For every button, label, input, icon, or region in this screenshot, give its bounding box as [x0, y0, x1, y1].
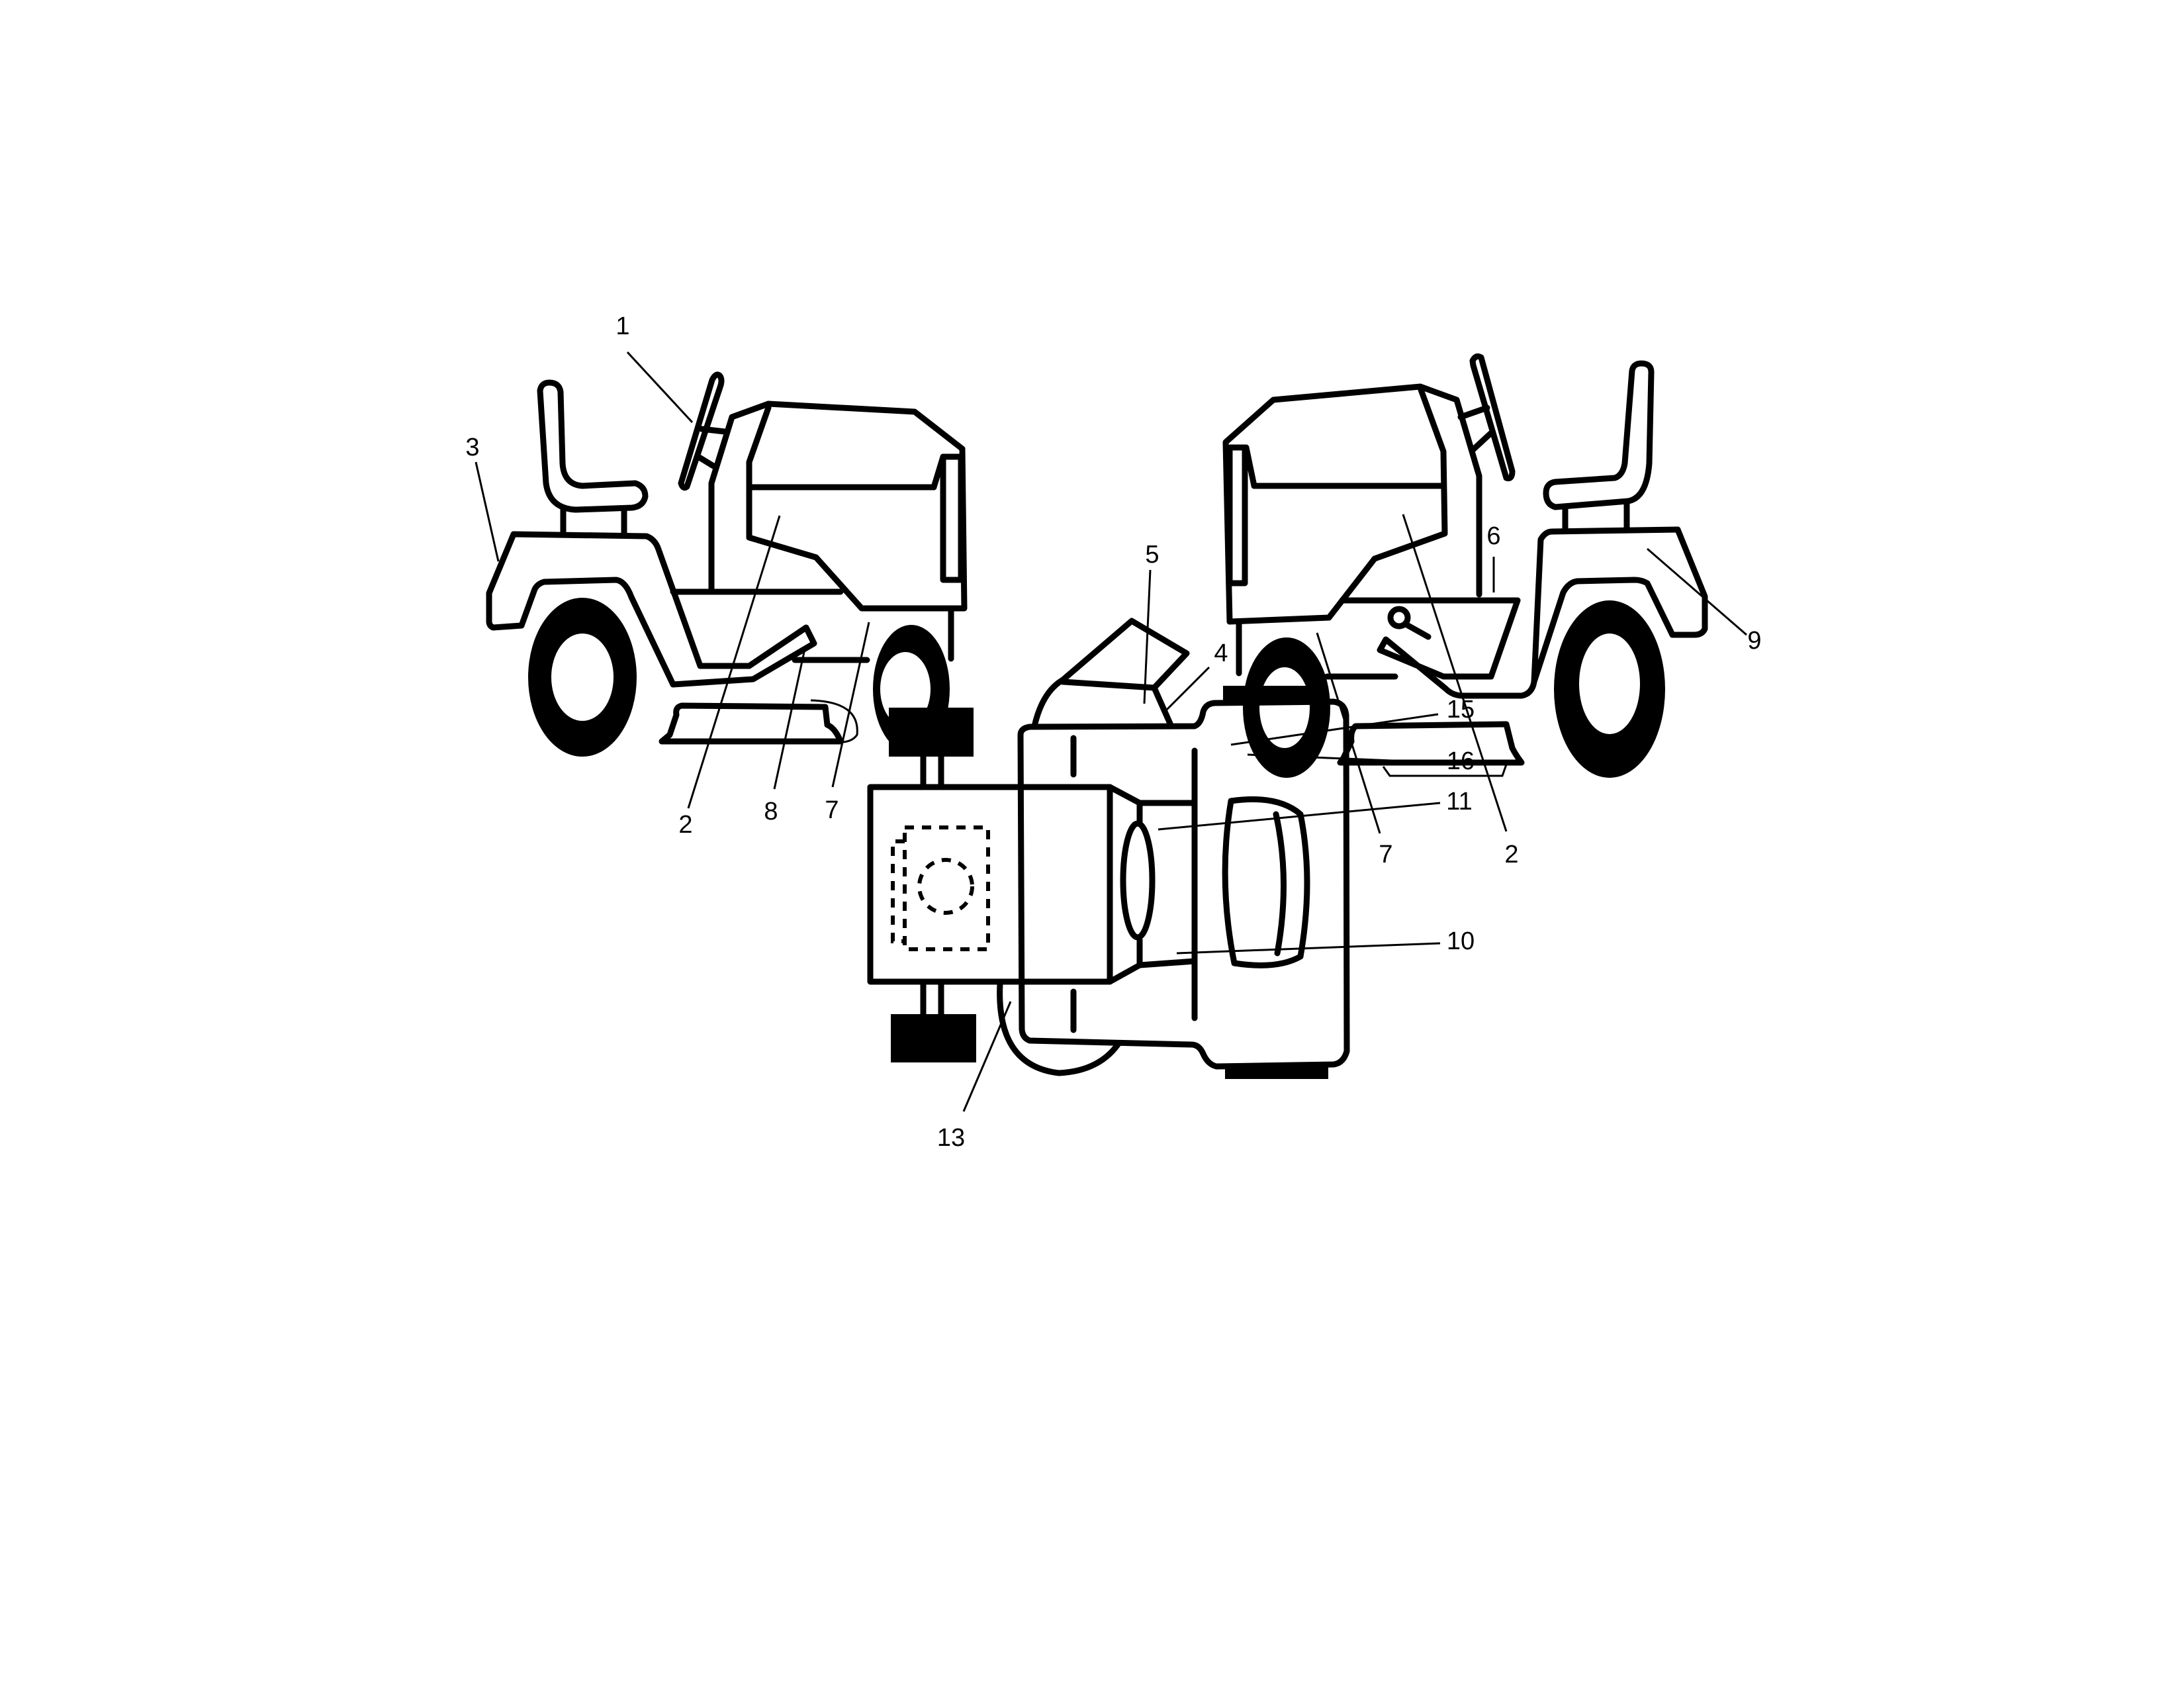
- callout-10: 10: [1446, 927, 1475, 955]
- callout-11: 11: [1446, 788, 1473, 816]
- callout-5: 5: [1145, 541, 1160, 569]
- callout-4: 4: [1214, 639, 1228, 667]
- callout-7-right: 7: [1379, 841, 1393, 868]
- callout-2-right: 2: [1504, 841, 1519, 868]
- callout-15: 15: [1446, 696, 1475, 724]
- callout-9: 9: [1747, 627, 1762, 655]
- callout-3: 3: [465, 434, 480, 461]
- callout-2-left: 2: [678, 811, 693, 839]
- callout-8: 8: [764, 798, 778, 825]
- callout-6: 6: [1486, 522, 1501, 550]
- callout-16: 16: [1446, 747, 1475, 775]
- callout-7-left: 7: [825, 796, 839, 824]
- callout-1: 1: [615, 312, 630, 340]
- top-view: [867, 569, 1441, 1112]
- callout-13: 13: [936, 1124, 966, 1152]
- right-side-view: [1222, 353, 1747, 834]
